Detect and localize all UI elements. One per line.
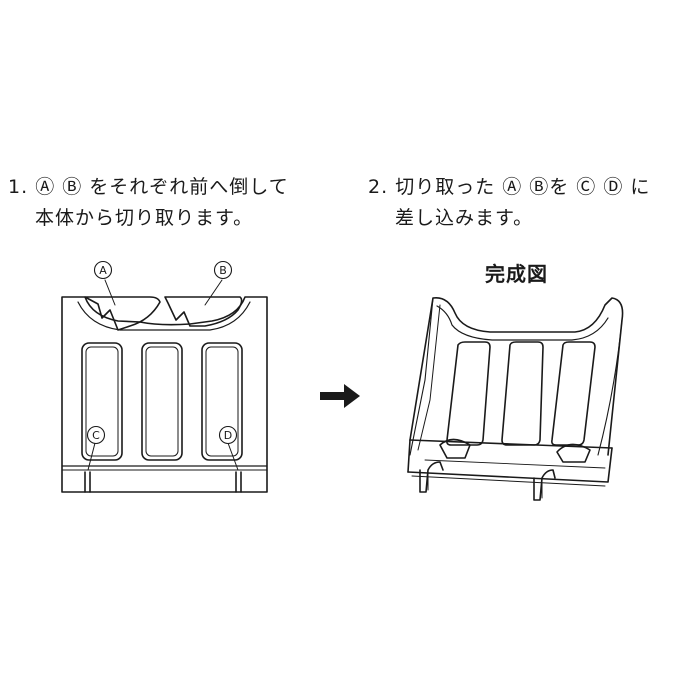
leader-c bbox=[87, 442, 96, 471]
flat-sheet-diagram: A B C D bbox=[61, 260, 268, 493]
slot-window-2-inner bbox=[145, 346, 179, 457]
stand-base-left bbox=[407, 439, 411, 473]
leader-b bbox=[204, 279, 223, 306]
leader-d bbox=[227, 442, 239, 471]
stand-foot-left bbox=[419, 461, 444, 493]
label-a-circle bbox=[93, 260, 113, 280]
slot-window-2 bbox=[141, 342, 183, 461]
leader-a bbox=[104, 279, 116, 306]
stand-window-1 bbox=[446, 341, 491, 446]
stand-base-bottom bbox=[411, 475, 606, 487]
step-text-line2: 差し込みます。 bbox=[395, 207, 534, 229]
stand-base-front bbox=[407, 447, 613, 483]
stand-window-2 bbox=[501, 341, 544, 446]
stand-window-3 bbox=[551, 341, 596, 446]
step-text-line2: 本体から切り取ります。 bbox=[35, 207, 254, 229]
stand-back-panel bbox=[409, 296, 624, 456]
step-text-line1: 切り取った Ⓐ Ⓑを Ⓒ Ⓓ に bbox=[395, 176, 651, 198]
slot-window-3-inner bbox=[205, 346, 239, 457]
inserted-tab-b bbox=[556, 443, 591, 463]
step-2-instruction: 2. 切り取った Ⓐ Ⓑを Ⓒ Ⓓ に 差し込みます。 bbox=[368, 172, 678, 234]
label-d-text: D bbox=[224, 429, 232, 442]
label-a-text: A bbox=[99, 264, 107, 277]
stand-right-edge bbox=[597, 319, 623, 456]
slot-window-1 bbox=[81, 342, 123, 461]
step-number: 1. bbox=[8, 176, 29, 198]
slot-window-1-inner bbox=[85, 346, 119, 457]
sheet-outline bbox=[61, 296, 268, 493]
label-b-text: B bbox=[219, 264, 227, 277]
stand-base-inner bbox=[424, 459, 606, 469]
right-arrow-icon bbox=[320, 384, 360, 408]
sheet-inner-rim bbox=[77, 301, 251, 331]
label-d-circle bbox=[218, 425, 238, 445]
tab-b bbox=[164, 296, 243, 327]
tab-a bbox=[84, 296, 161, 331]
assembled-stand-diagram bbox=[407, 296, 624, 501]
label-c-text: C bbox=[92, 429, 100, 442]
label-b-circle bbox=[213, 260, 233, 280]
stand-left-edge bbox=[409, 297, 434, 456]
stand-back-rim bbox=[436, 305, 609, 341]
step-text-line1: Ⓐ Ⓑ をそれぞれ前へ倒して bbox=[35, 176, 289, 198]
label-c-circle bbox=[86, 425, 106, 445]
stand-foot-right bbox=[533, 469, 556, 501]
stand-left-edge-2 bbox=[417, 304, 441, 451]
slot-window-3 bbox=[201, 342, 243, 461]
step-1-instruction: 1. Ⓐ Ⓑ をそれぞれ前へ倒して 本体から切り取ります。 bbox=[8, 172, 338, 234]
inserted-tab-a bbox=[439, 438, 471, 459]
completed-diagram-title: 完成図 bbox=[485, 262, 548, 286]
step-number: 2. bbox=[368, 176, 389, 198]
